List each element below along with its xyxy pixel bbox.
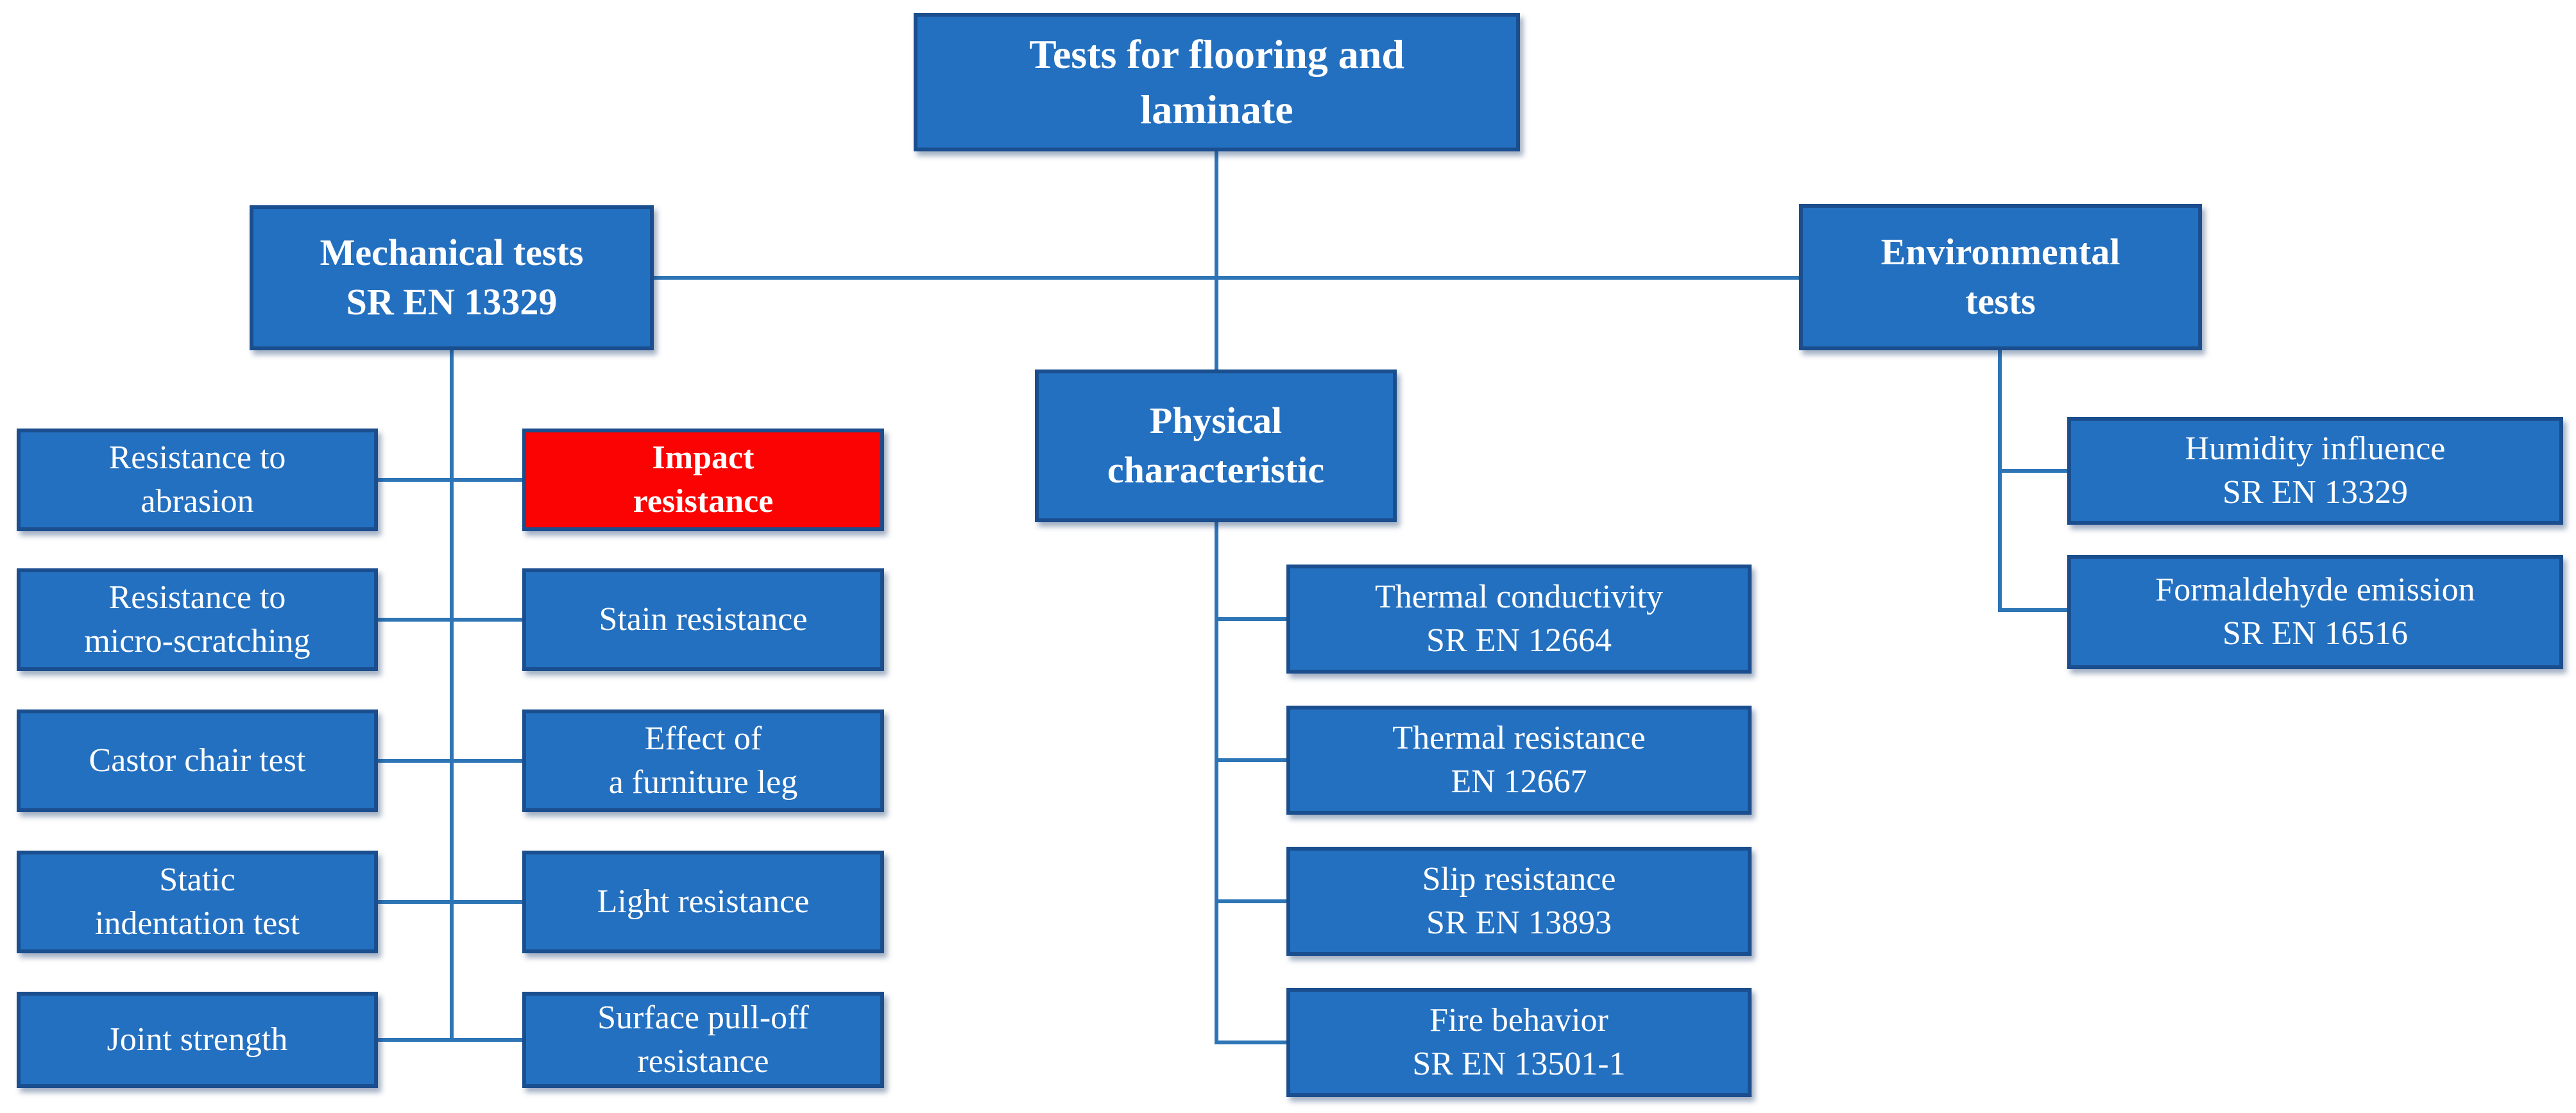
node-slip-resistance: Slip resistance SR EN 13893 bbox=[1286, 847, 1752, 956]
connector-phys-row4 bbox=[1215, 1041, 1286, 1044]
connector-mech-row5 bbox=[378, 1038, 522, 1042]
node-thermal-conductivity: Thermal conductivity SR EN 12664 bbox=[1286, 565, 1752, 674]
connector-environmental-trunk bbox=[1998, 350, 2002, 612]
node-formaldehyde-emission: Formaldehyde emission SR EN 16516 bbox=[2067, 555, 2563, 669]
connector-mech-row4 bbox=[378, 900, 522, 904]
node-resistance-to-abrasion: Resistance to abrasion bbox=[17, 429, 378, 531]
node-resistance-to-micro-scratching: Resistance to micro-scratching bbox=[17, 568, 378, 671]
node-fire-behavior: Fire behavior SR EN 13501-1 bbox=[1286, 988, 1752, 1097]
connector-env-row2 bbox=[1998, 608, 2067, 612]
connector-phys-row2 bbox=[1215, 758, 1286, 762]
connector-mech-row1 bbox=[378, 478, 522, 482]
connector-mechanical-trunk bbox=[450, 350, 454, 1042]
node-thermal-resistance: Thermal resistance EN 12667 bbox=[1286, 706, 1752, 815]
node-mechanical-tests: Mechanical tests SR EN 13329 bbox=[250, 205, 654, 350]
connector-phys-row1 bbox=[1215, 617, 1286, 621]
connector-physical-trunk bbox=[1215, 522, 1218, 1042]
connector-root-to-physical bbox=[1215, 151, 1218, 370]
connector-mech-row2 bbox=[378, 618, 522, 622]
node-humidity-influence: Humidity influence SR EN 13329 bbox=[2067, 417, 2563, 525]
node-impact-resistance: Impact resistance bbox=[522, 429, 884, 531]
connector-main-horizontal bbox=[654, 276, 1799, 280]
connector-phys-row3 bbox=[1215, 899, 1286, 903]
connector-mech-row3 bbox=[378, 759, 522, 763]
node-root: Tests for flooring and laminate bbox=[914, 13, 1520, 151]
node-stain-resistance: Stain resistance bbox=[522, 568, 884, 671]
node-physical-characteristic: Physical characteristic bbox=[1035, 370, 1397, 522]
node-static-indentation-test: Static indentation test bbox=[17, 851, 378, 953]
node-light-resistance: Light resistance bbox=[522, 851, 884, 953]
node-joint-strength: Joint strength bbox=[17, 992, 378, 1088]
node-environmental-tests: Environmental tests bbox=[1799, 204, 2202, 350]
connector-env-row1 bbox=[1998, 469, 2067, 473]
node-surface-pull-off-resistance: Surface pull-off resistance bbox=[522, 992, 884, 1088]
node-effect-of-furniture-leg: Effect of a furniture leg bbox=[522, 709, 884, 812]
node-castor-chair-test: Castor chair test bbox=[17, 709, 378, 812]
